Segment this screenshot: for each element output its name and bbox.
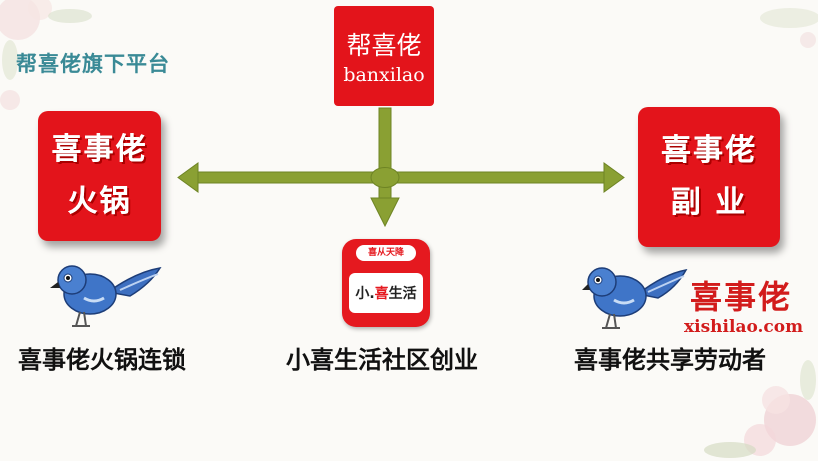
sideline-brand-box: 喜事佬 副 业 xyxy=(638,107,780,247)
app-name: 小.喜生活 xyxy=(355,286,417,302)
banxilao-cn-label: 帮喜佬 xyxy=(346,31,422,60)
app-badge: 喜从天降 xyxy=(356,245,416,261)
corner-flower-top-left xyxy=(0,0,92,110)
banxilao-en-label: banxilao xyxy=(343,64,425,86)
blue-bird-mascot-icon xyxy=(50,265,162,327)
caption-shared-workers: 喜事佬共享劳动者 xyxy=(574,346,766,374)
hotpot-brand-line2: 火锅 xyxy=(67,184,132,219)
caption-community-startup: 小喜生活社区创业 xyxy=(286,346,478,374)
page-title: 帮喜佬旗下平台 xyxy=(16,52,170,76)
xiaoxi-life-app-icon: 喜从天降 小.喜生活 xyxy=(342,239,430,327)
blue-bird-mascot-icon xyxy=(582,267,688,329)
corner-flower-bottom-right xyxy=(704,360,816,458)
hotpot-brand-line1: 喜事佬 xyxy=(51,132,148,167)
xishilao-logo-text: 喜事佬 xyxy=(690,278,793,316)
sideline-brand-line2: 副 业 xyxy=(670,185,748,220)
app-bag: 小.喜生活 xyxy=(349,273,423,313)
xishilao-logo-url: xishilao.com xyxy=(684,317,804,337)
sideline-brand-line1: 喜事佬 xyxy=(661,133,757,168)
corner-flower-top-right xyxy=(760,8,818,48)
banxilao-logo-box: 帮喜佬 banxilao xyxy=(334,6,434,106)
caption-hotpot-chain: 喜事佬火锅连锁 xyxy=(18,346,186,374)
hotpot-brand-box: 喜事佬 火锅 xyxy=(38,111,161,241)
